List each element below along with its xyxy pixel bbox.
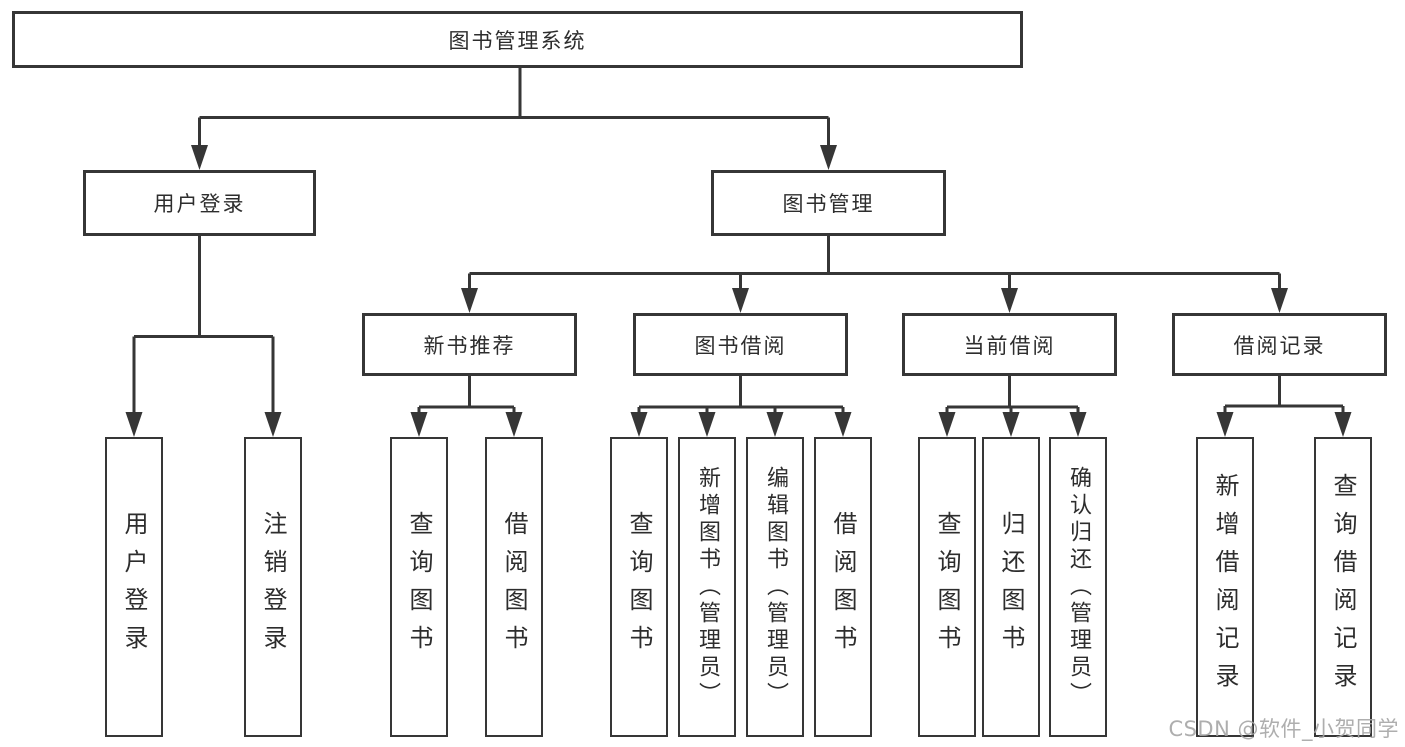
leaf-rec-borrow-books: 借阅图书 [485, 437, 543, 737]
leaf-add-borrow-record: 新增借阅记录 [1196, 437, 1254, 737]
leaf-rec-query-books: 查询图书 [390, 437, 448, 737]
arrowhead [125, 412, 143, 437]
arrowhead [1216, 412, 1234, 437]
leaf-label: 用户登录 [120, 511, 148, 663]
leaf-label: 确认归还（管理员） [1066, 465, 1091, 709]
node-user-login: 用户登录 [83, 170, 316, 236]
node-new-book-recommend-label: 新书推荐 [423, 333, 516, 358]
leaf-return-books: 归还图书 [982, 437, 1040, 737]
connector-new-book-rec-to-leaves [410, 376, 523, 437]
leaf-label: 新增图书（管理员） [695, 465, 720, 709]
leaf-query-borrow-record: 查询借阅记录 [1314, 437, 1372, 737]
leaf-label: 查询图书 [625, 511, 653, 663]
leaf-user-login: 用户登录 [105, 437, 163, 737]
leaf-label: 借阅图书 [829, 511, 857, 663]
arrowhead [461, 288, 478, 313]
leaf-current-query-books: 查询图书 [918, 437, 976, 737]
connector-user-login-to-leaves [125, 236, 282, 437]
node-current-borrow: 当前借阅 [902, 313, 1117, 376]
leaf-label: 编辑图书（管理员） [763, 465, 788, 709]
node-borrow-records: 借阅记录 [1172, 313, 1387, 376]
arrowhead [1001, 288, 1018, 313]
leaf-logout: 注销登录 [244, 437, 302, 737]
arrowhead [264, 412, 282, 437]
node-book-borrow: 图书借阅 [633, 313, 848, 376]
leaf-add-books-admin: 新增图书（管理员） [678, 437, 736, 737]
leaf-label: 查询借阅记录 [1329, 473, 1357, 701]
leaf-borrow-books: 借阅图书 [814, 437, 872, 737]
leaf-edit-books-admin: 编辑图书（管理员） [746, 437, 804, 737]
arrowhead [698, 412, 716, 437]
node-borrow-records-label: 借阅记录 [1233, 333, 1326, 358]
connector-root-to-level2 [191, 68, 837, 170]
leaf-label: 新增借阅记录 [1211, 473, 1239, 701]
arrowhead [732, 288, 749, 313]
leaf-label: 查询图书 [405, 511, 433, 663]
node-book-mgmt-label: 图书管理 [782, 192, 875, 216]
connector-book-mgmt-to-level3 [461, 236, 1288, 313]
arrowhead [820, 145, 837, 170]
arrowhead [1271, 288, 1288, 313]
leaf-label: 借阅图书 [500, 511, 528, 663]
node-user-login-label: 用户登录 [153, 192, 246, 216]
connector-current-borrow-to-leaves [938, 376, 1087, 437]
arrowhead [766, 412, 784, 437]
node-book-borrow-label: 图书借阅 [694, 333, 787, 358]
arrowhead [191, 145, 208, 170]
node-current-borrow-label: 当前借阅 [963, 333, 1056, 358]
csdn-watermark: CSDN @软件_小贺同学 [1168, 717, 1399, 741]
node-new-book-recommend: 新书推荐 [362, 313, 577, 376]
arrowhead [1069, 412, 1087, 437]
node-book-mgmt: 图书管理 [711, 170, 946, 236]
leaf-confirm-return-admin: 确认归还（管理员） [1049, 437, 1107, 737]
arrowhead [505, 412, 523, 437]
connector-borrow-records-to-leaves [1216, 376, 1352, 437]
arrowhead [410, 412, 428, 437]
arrowhead [834, 412, 852, 437]
arrowhead [1002, 412, 1020, 437]
arrowhead [938, 412, 956, 437]
leaf-borrow-query-books: 查询图书 [610, 437, 668, 737]
connector-book-borrow-to-leaves [630, 376, 852, 437]
node-root: 图书管理系统 [12, 11, 1023, 68]
arrowhead [1334, 412, 1352, 437]
arrowhead [630, 412, 648, 437]
node-root-label: 图书管理系统 [448, 28, 587, 53]
leaf-label: 注销登录 [259, 511, 287, 663]
leaf-label: 归还图书 [997, 511, 1025, 663]
leaf-label: 查询图书 [933, 511, 961, 663]
